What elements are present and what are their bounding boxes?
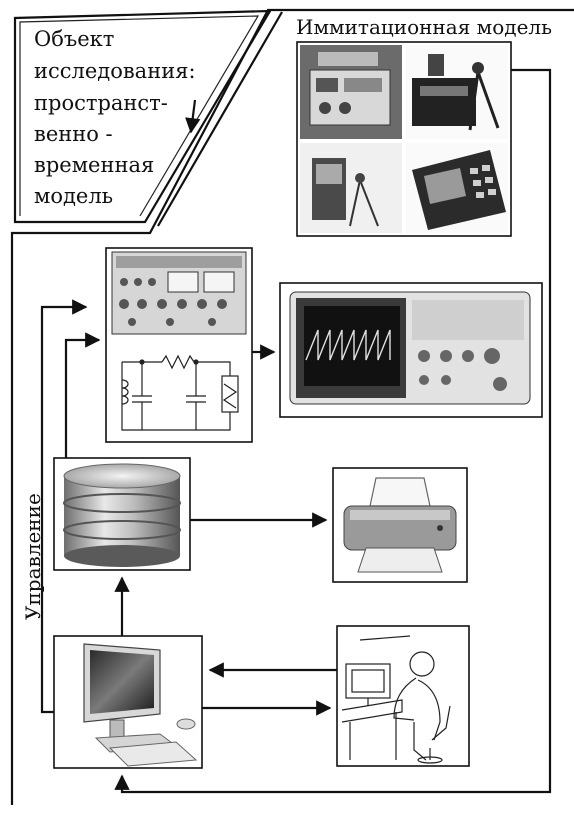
operator-panel (336, 625, 470, 767)
tripod-device-image (406, 45, 508, 139)
connections (40, 68, 552, 794)
object-arrow (185, 99, 201, 134)
signal-generator-panel (105, 247, 253, 443)
handheld-meter-image (406, 143, 508, 233)
object-label-line-6: модель (34, 184, 113, 208)
circuit-schematic (121, 354, 239, 431)
object-label-line-5: временная (34, 153, 154, 177)
printer-icon (343, 477, 457, 573)
oscilloscope-panel (279, 282, 543, 418)
object-label: Объект исследования: пространст- венно -… (34, 27, 196, 208)
database-icon (63, 463, 181, 567)
object-label-line-3: пространст- (34, 91, 168, 115)
simulation-label: Иммитационная модель (296, 15, 552, 39)
field-case-image (300, 45, 402, 139)
portable-unit-image (300, 143, 402, 233)
simulation-equipment-panel (296, 41, 512, 237)
object-box-inner (19, 15, 260, 217)
object-label-line-1: Объект (34, 27, 114, 51)
computer-panel (53, 635, 203, 769)
database-panel (53, 457, 191, 571)
computer-icon (83, 643, 198, 767)
operator-icon (341, 635, 451, 764)
object-label-line-2: исследования: (34, 59, 196, 83)
printer-panel (332, 467, 468, 583)
frame-divider (157, 11, 283, 227)
object-label-line-4: венно - (34, 122, 113, 146)
outer-frame (10, 8, 574, 805)
object-box (13, 9, 272, 224)
